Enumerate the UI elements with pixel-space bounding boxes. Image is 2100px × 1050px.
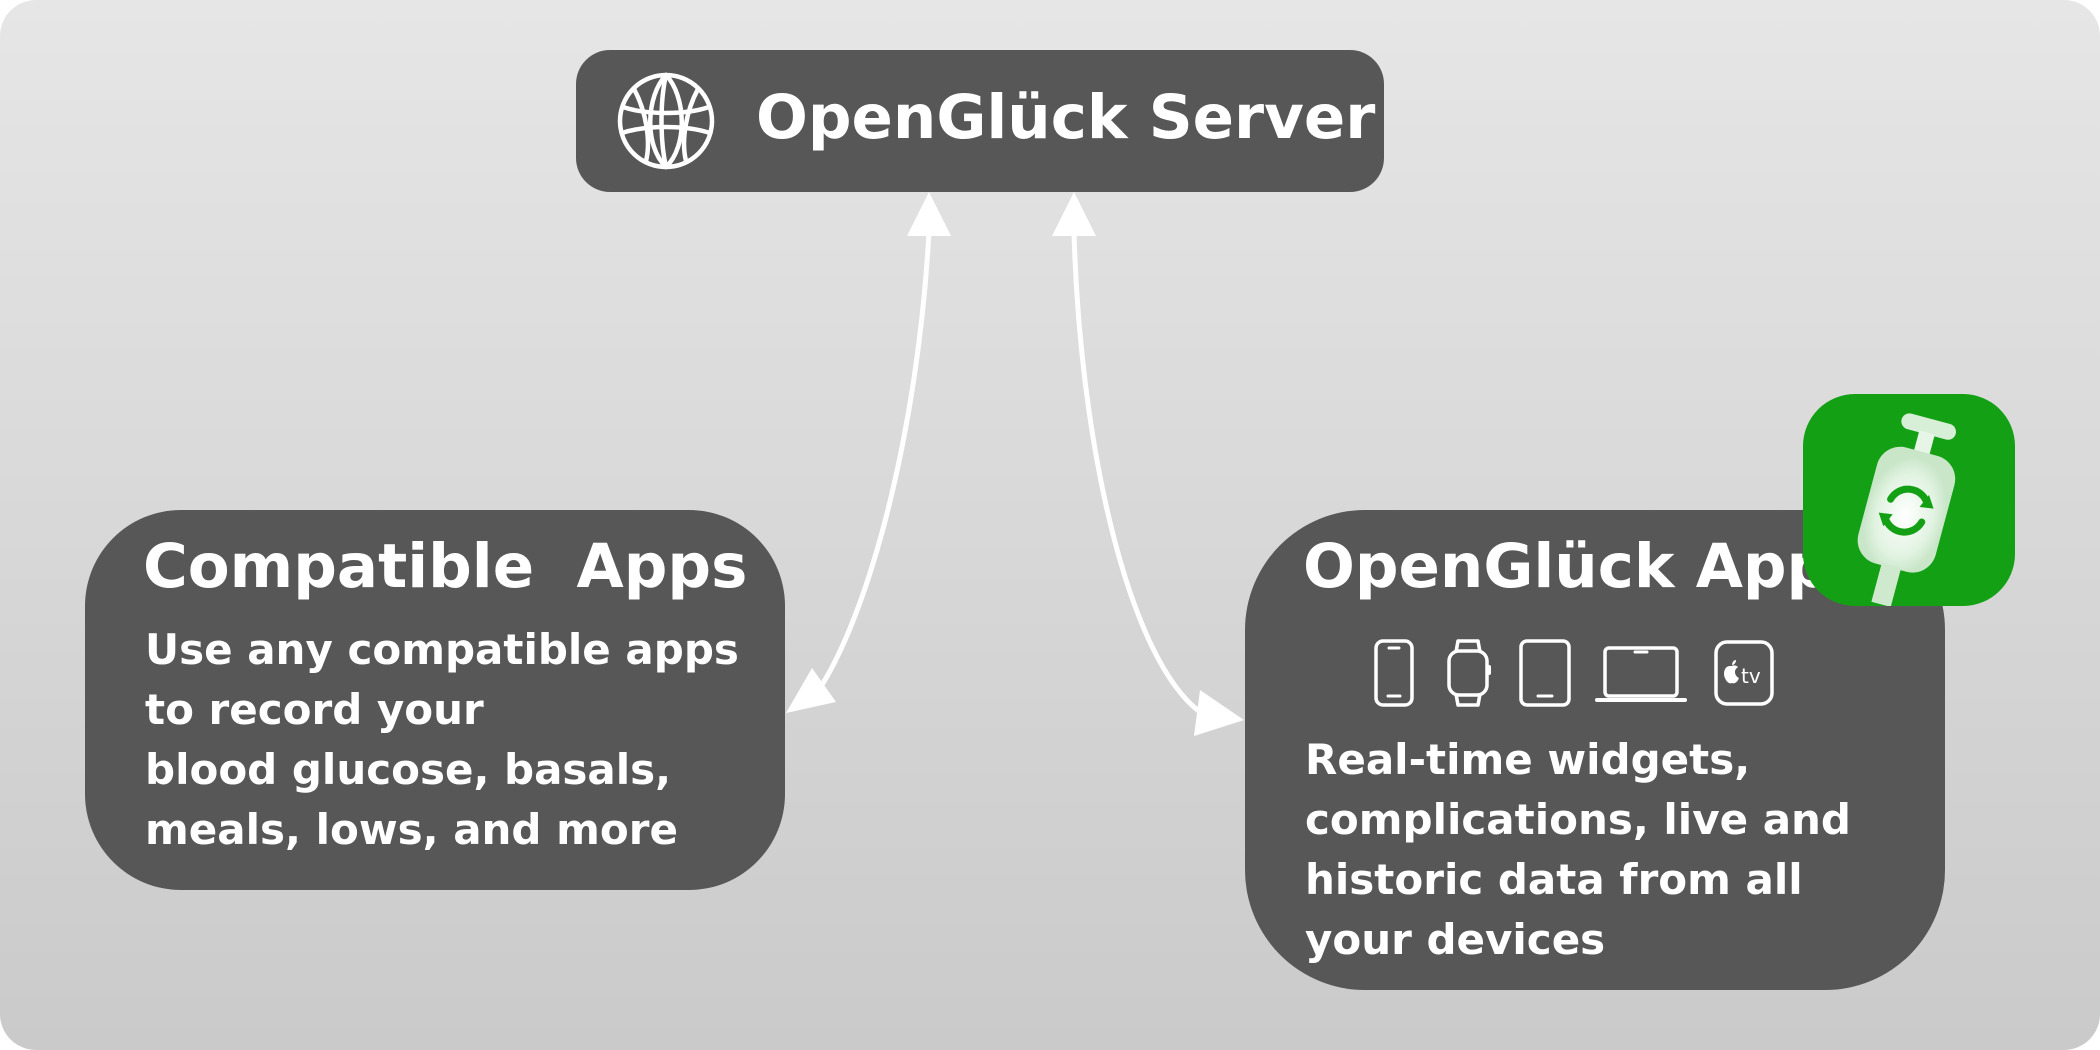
apple-tv-label: tv <box>1741 664 1761 688</box>
apple-watch-icon <box>1447 639 1491 707</box>
globe-icon <box>617 72 715 170</box>
ipad-icon <box>1519 639 1571 707</box>
arrowhead-up-right <box>1052 192 1096 236</box>
description-line: Use any compatible apps <box>145 625 739 674</box>
macbook-icon <box>1595 646 1687 702</box>
server-openglueck-app-connector <box>1052 192 1244 736</box>
openglueck-app-box: OpenGlück App <box>1245 510 1945 990</box>
arrowhead-down-left <box>786 668 836 713</box>
compatible-apps-description: Use any compatible apps to record your b… <box>145 620 775 860</box>
description-line: historic data from all <box>1305 855 1803 904</box>
openglueck-app-description: Real-time widgets, complications, live a… <box>1305 730 1925 970</box>
description-line: meals, lows, and more <box>145 805 678 854</box>
description-line: blood glucose, basals, <box>145 745 672 794</box>
openglueck-app-title: OpenGlück App <box>1303 531 1831 602</box>
description-line: your devices <box>1305 915 1606 964</box>
compatible-apps-box: Compatible Apps Use any compatible apps … <box>85 510 785 890</box>
arrowhead-down-right <box>1194 690 1244 736</box>
openglueck-app-icon <box>1803 394 2015 606</box>
server-box: OpenGlück Server <box>576 50 1384 192</box>
description-line: complications, live and <box>1305 795 1851 844</box>
server-compatible-apps-connector <box>786 192 951 713</box>
apple-tv-icon: tv <box>1714 640 1774 706</box>
server-title: OpenGlück Server <box>756 82 1376 153</box>
iphone-icon <box>1374 639 1414 707</box>
arrowhead-up-left <box>907 192 951 236</box>
compatible-apps-title: Compatible Apps <box>143 531 748 602</box>
description-line: Real-time widgets, <box>1305 735 1751 784</box>
device-icons: tv <box>1373 638 1873 708</box>
description-line: to record your <box>145 685 484 734</box>
